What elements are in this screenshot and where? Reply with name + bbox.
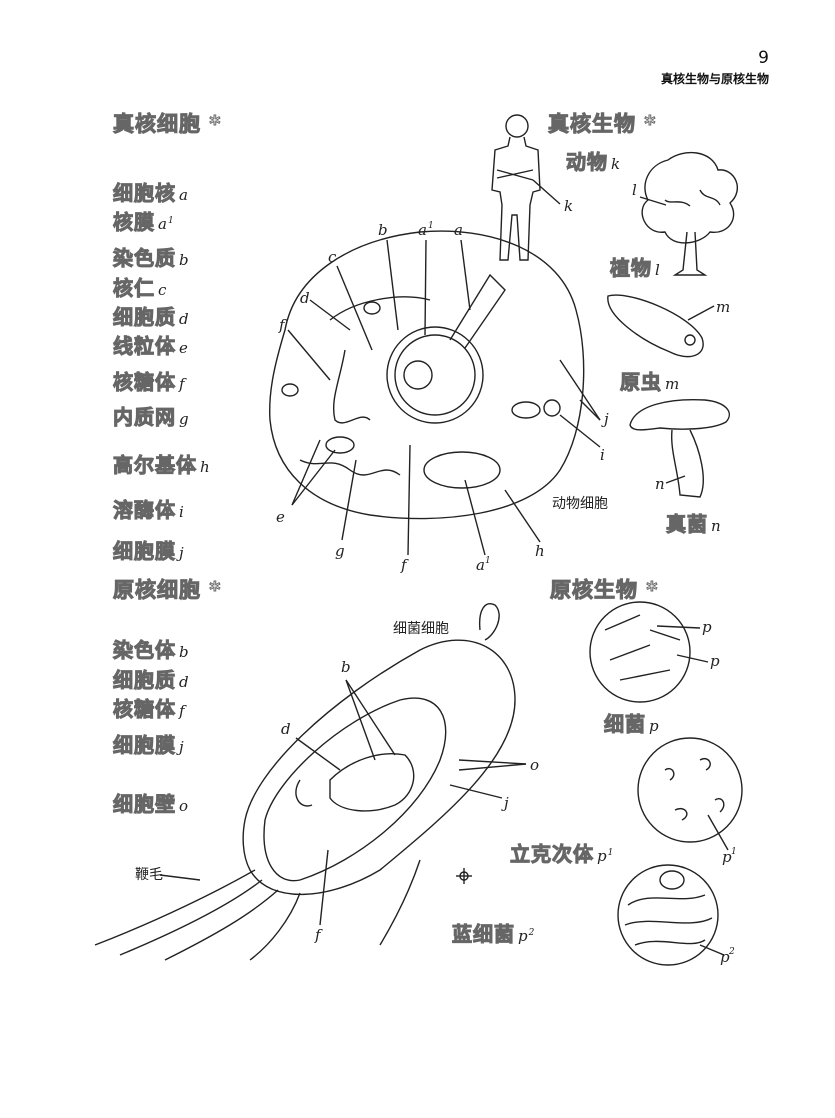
prokaryotic-cell-title: 原核细胞 *: [113, 578, 222, 603]
dlabel-pro-f: f: [314, 926, 323, 944]
human-figure: [491, 114, 541, 261]
dlabel-p1-sup: 1: [731, 847, 737, 857]
dlabel-p1: p: [722, 848, 732, 866]
mushroom-drawing: [629, 398, 731, 498]
rickettsia-circle: [637, 737, 743, 843]
dlabel-p2-sup: 2: [728, 947, 735, 957]
dlabel-k: k: [564, 197, 573, 215]
chapter-title: 真核生物与原核生物: [660, 72, 769, 86]
dlabel-c: c: [328, 248, 337, 266]
dlabel-a1-bottom-sup: 1: [485, 556, 491, 566]
page-number: 9: [758, 48, 769, 68]
prokaryotes-title: 原核生物 *: [550, 578, 659, 603]
dlabel-a1-bottom: a: [476, 556, 485, 574]
dlabel-i: i: [600, 446, 605, 464]
dlabel-p2: p: [720, 948, 730, 966]
tree-drawing: [641, 151, 738, 276]
dlabel-f-bottom: f: [400, 556, 409, 574]
dlabel-pro-o: o: [530, 756, 539, 774]
dlabel-p-1: p: [702, 618, 712, 636]
dlabel-a: a: [454, 221, 463, 239]
dlabel-p-2: p: [710, 652, 720, 670]
dlabel-g: g: [335, 542, 345, 560]
dlabel-j: j: [601, 410, 609, 428]
dlabel-n: n: [655, 475, 665, 493]
dlabel-pro-d: d: [281, 720, 291, 738]
eukaryotes-title: 真核生物 *: [548, 112, 657, 137]
bacterial-cell-drawing: [94, 603, 516, 961]
dlabel-f-top: f: [278, 316, 287, 334]
dlabel-d: d: [300, 289, 310, 307]
bacterial-cell-caption: 细菌细胞: [393, 621, 449, 637]
animal-cell-drawing: [268, 230, 585, 520]
dlabel-a1: a: [418, 221, 427, 239]
bacteria-circle: [589, 601, 691, 703]
paramecium-drawing: [607, 294, 704, 358]
dlabel-pro-j: j: [501, 794, 509, 812]
dlabel-pro-b: b: [341, 658, 351, 676]
dlabel-h: h: [535, 542, 545, 560]
cyanobacteria-circle: [617, 864, 719, 966]
eukaryotic-cell-title: 真核细胞 *: [113, 112, 222, 137]
flagellum-label: 鞭毛: [135, 867, 163, 883]
animal-cell-caption: 动物细胞: [552, 496, 608, 512]
dlabel-e: e: [276, 508, 285, 526]
dlabel-m: m: [716, 298, 730, 316]
dlabel-b: b: [378, 221, 388, 239]
dlabel-l: l: [632, 181, 637, 199]
dlabel-a1-sup: 1: [428, 221, 434, 231]
